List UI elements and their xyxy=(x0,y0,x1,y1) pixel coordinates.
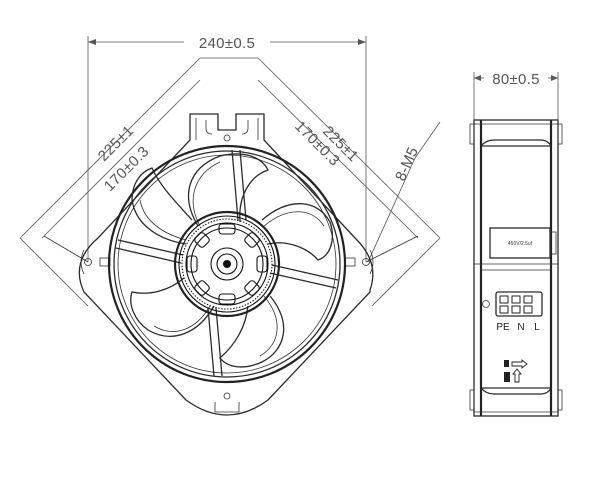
ground-screw xyxy=(482,300,490,308)
fan-blades xyxy=(130,153,333,368)
front-view: 240±0.5 225±1 170±0.3 225±1 170±0.3 8-M5 xyxy=(19,35,441,416)
terminal-label-l: L xyxy=(534,322,540,333)
airflow-arrow-icon xyxy=(504,359,528,369)
mounting-holes-label: 8-M5 xyxy=(392,144,422,183)
bolt-hole-left xyxy=(84,258,92,266)
terminal-label-n: N xyxy=(517,322,524,333)
motor-hub xyxy=(173,210,281,318)
terminal-label-pe: PE xyxy=(496,322,510,333)
depth-dimension: 80±0.5 xyxy=(473,71,559,120)
direction-markers xyxy=(504,359,528,383)
fan-housing xyxy=(78,113,374,416)
support-struts xyxy=(115,149,339,377)
terminal-block: PE N L xyxy=(482,291,543,333)
bolt-hole-right xyxy=(362,258,370,266)
mounting-hole-callout: 8-M5 xyxy=(367,121,441,263)
side-view: 80±0.5 450V/2.5uf xyxy=(469,71,563,417)
rotation-arrow-icon xyxy=(504,368,522,383)
overall-width-dimension: 240±0.5 xyxy=(87,35,367,262)
depth-label: 80±0.5 xyxy=(492,71,540,88)
overall-width-label: 240±0.5 xyxy=(199,35,255,52)
capacitor-label: 450V/2.5uf xyxy=(508,241,533,247)
diagonal-dimensions: 225±1 170±0.3 225±1 170±0.3 xyxy=(19,57,441,307)
capacitor: 450V/2.5uf xyxy=(489,227,557,259)
side-frame xyxy=(469,119,563,417)
